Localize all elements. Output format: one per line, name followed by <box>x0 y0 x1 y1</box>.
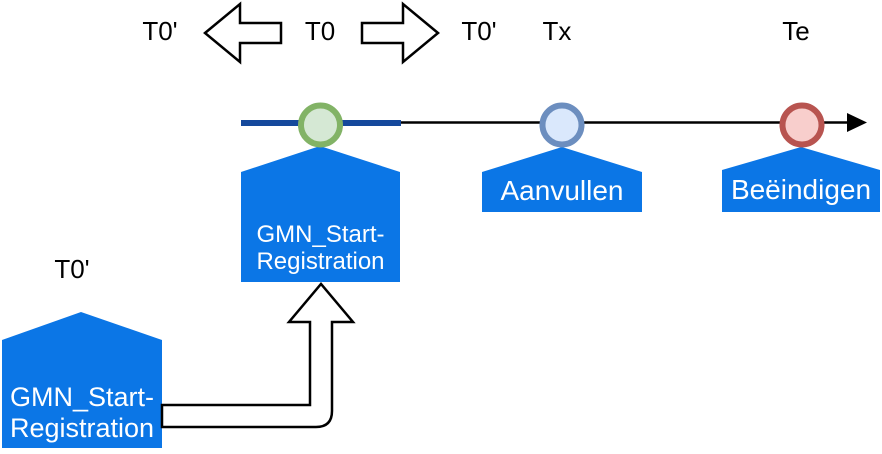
milestone-blue-circle <box>539 102 585 148</box>
milestone-green-circle <box>298 102 343 148</box>
node-start-registration-label-line2: Registration <box>256 248 385 275</box>
label-te: Te <box>782 16 810 46</box>
label-t0-prime-bottom: T0' <box>54 254 90 284</box>
node-beeindigen-label: Beëindigen <box>730 174 872 205</box>
block-arrow-left-icon <box>203 1 283 65</box>
node-start-registration-source-label-line2: Registration <box>9 413 155 443</box>
node-aanvullen <box>482 147 642 212</box>
timeline-arrowhead-icon <box>847 113 867 132</box>
node-start-registration-label: GMN_Start- Registration <box>241 221 400 275</box>
node-start-registration-source <box>2 312 162 448</box>
label-tx: Tx <box>542 16 572 46</box>
node-start-registration <box>241 146 400 282</box>
node-start-registration-source-label: GMN_Start- Registration <box>2 382 162 444</box>
node-start-registration-source-label-line1: GMN_Start- <box>9 382 155 412</box>
block-arrow-right-icon <box>360 1 440 65</box>
connector-bent-arrow-icon <box>160 282 356 429</box>
label-t0-prime-left: T0' <box>142 16 178 46</box>
milestone-red-circle <box>779 102 825 148</box>
node-start-registration-label-line1: GMN_Start- <box>256 221 385 248</box>
node-aanvullen-label: Aanvullen <box>500 175 624 206</box>
label-t0: T0 <box>304 16 336 46</box>
label-t0-prime-right: T0' <box>461 16 497 46</box>
node-beeindigen <box>722 147 880 212</box>
